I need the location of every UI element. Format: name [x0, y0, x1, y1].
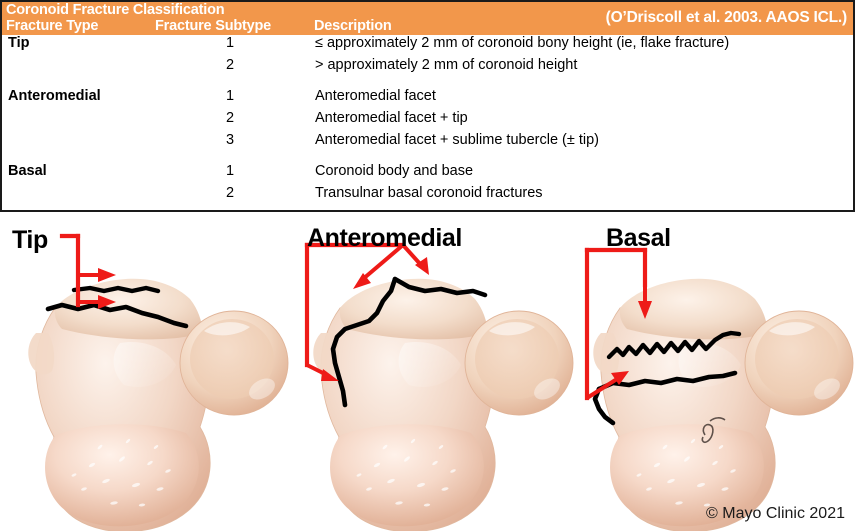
panel-label-anteromedial: Anteromedial — [307, 224, 462, 252]
ulna-bone-illustration-basal — [593, 278, 854, 531]
ulna-bone-illustration-tip — [28, 278, 289, 531]
cell-description: Anteromedial facet + sublime tubercle (±… — [315, 132, 599, 148]
artist-signature-icon — [701, 417, 726, 444]
fracture-annotation-anteromedial — [304, 242, 488, 408]
cell-fracture-subtype: 1 — [225, 88, 235, 104]
table-row: 2 Anteromedial facet + tip — [2, 110, 853, 132]
annotation-arrow-2 — [585, 377, 619, 400]
arrowhead-2 — [415, 257, 429, 275]
fracture-annotation-basal — [584, 247, 742, 426]
arrowhead-3 — [321, 369, 339, 381]
table-row: Tip 1 ≤ approximately 2 mm of coronoid b… — [2, 35, 853, 57]
annotation-arrow-2 — [401, 243, 423, 267]
fracture-line-basal-lower — [596, 370, 738, 392]
table-body: Tip 1 ≤ approximately 2 mm of coronoid b… — [2, 35, 853, 207]
cell-description: Anteromedial facet — [315, 88, 436, 104]
table-header-band: Coronoid Fracture Classification Fractur… — [2, 2, 853, 35]
fracture-line-basal-lower-continuation — [592, 386, 616, 426]
cell-fracture-type: Tip — [8, 35, 30, 51]
annotation-arrow-1 — [361, 243, 405, 281]
table-row: 2 > approximately 2 mm of coronoid heigh… — [2, 57, 853, 79]
table-row: 2 Transulnar basal coronoid fractures — [2, 185, 853, 207]
fracture-line-anteromedial-horizontal — [392, 276, 488, 298]
fracture-line-anteromedial-vertical — [330, 276, 398, 408]
annotation-leader-anteromedial — [304, 242, 406, 368]
panel-basal: Basal — [565, 213, 855, 531]
cell-fracture-type: Basal — [8, 163, 47, 179]
copyright-notice: © Mayo Clinic 2021 — [706, 505, 845, 522]
ulna-bone-illustration-anteromedial — [313, 278, 574, 531]
panel-label-tip: Tip — [12, 226, 48, 254]
cell-fracture-type: Anteromedial — [8, 88, 101, 104]
table-row: Anteromedial 1 Anteromedial facet — [2, 88, 853, 110]
cell-fracture-subtype: 1 — [225, 35, 235, 51]
cell-fracture-subtype: 2 — [225, 110, 235, 126]
table-row: 3 Anteromedial facet + sublime tubercle … — [2, 132, 853, 154]
panel-anteromedial: Anteromedial — [285, 213, 575, 531]
fracture-annotation-tip — [45, 233, 189, 329]
arrowhead-1 — [353, 273, 371, 289]
column-header-fracture-subtype: Fracture Subtype — [155, 18, 272, 34]
table-row: Basal 1 Coronoid body and base — [2, 163, 853, 185]
cell-description: Coronoid body and base — [315, 163, 474, 179]
panel-tip: Tip — [0, 213, 290, 531]
arrowhead-1 — [98, 268, 116, 282]
arrowhead-2 — [98, 295, 116, 309]
cell-fracture-subtype: 3 — [225, 132, 235, 148]
column-header-description: Description — [314, 18, 392, 34]
cell-description: ≤ approximately 2 mm of coronoid bony he… — [315, 35, 730, 51]
annotation-leader-tip — [59, 233, 81, 308]
table-title: Coronoid Fracture Classification — [6, 2, 225, 18]
cell-fracture-subtype: 2 — [225, 57, 235, 73]
cell-description: Transulnar basal coronoid fractures — [315, 185, 543, 201]
panel-label-basal: Basal — [606, 224, 671, 252]
fracture-line-tip-subtype-2 — [45, 302, 189, 329]
fracture-line-tip-subtype-1 — [71, 285, 161, 294]
fracture-line-basal-upper — [606, 330, 742, 360]
classification-table: Coronoid Fracture Classification Fractur… — [0, 0, 855, 212]
figure-area: Tip — [0, 213, 855, 531]
cell-fracture-subtype: 2 — [225, 185, 235, 201]
arrowhead-1 — [638, 301, 652, 319]
annotation-leader-basal — [584, 247, 648, 401]
arrowhead-2 — [611, 371, 629, 385]
citation-text: (O’Driscoll et al. 2003. AAOS ICL.) — [605, 9, 848, 26]
column-header-fracture-type: Fracture Type — [6, 18, 99, 34]
cell-description: Anteromedial facet + tip — [315, 110, 468, 126]
cell-description: > approximately 2 mm of coronoid height — [315, 57, 578, 73]
cell-fracture-subtype: 1 — [225, 163, 235, 179]
